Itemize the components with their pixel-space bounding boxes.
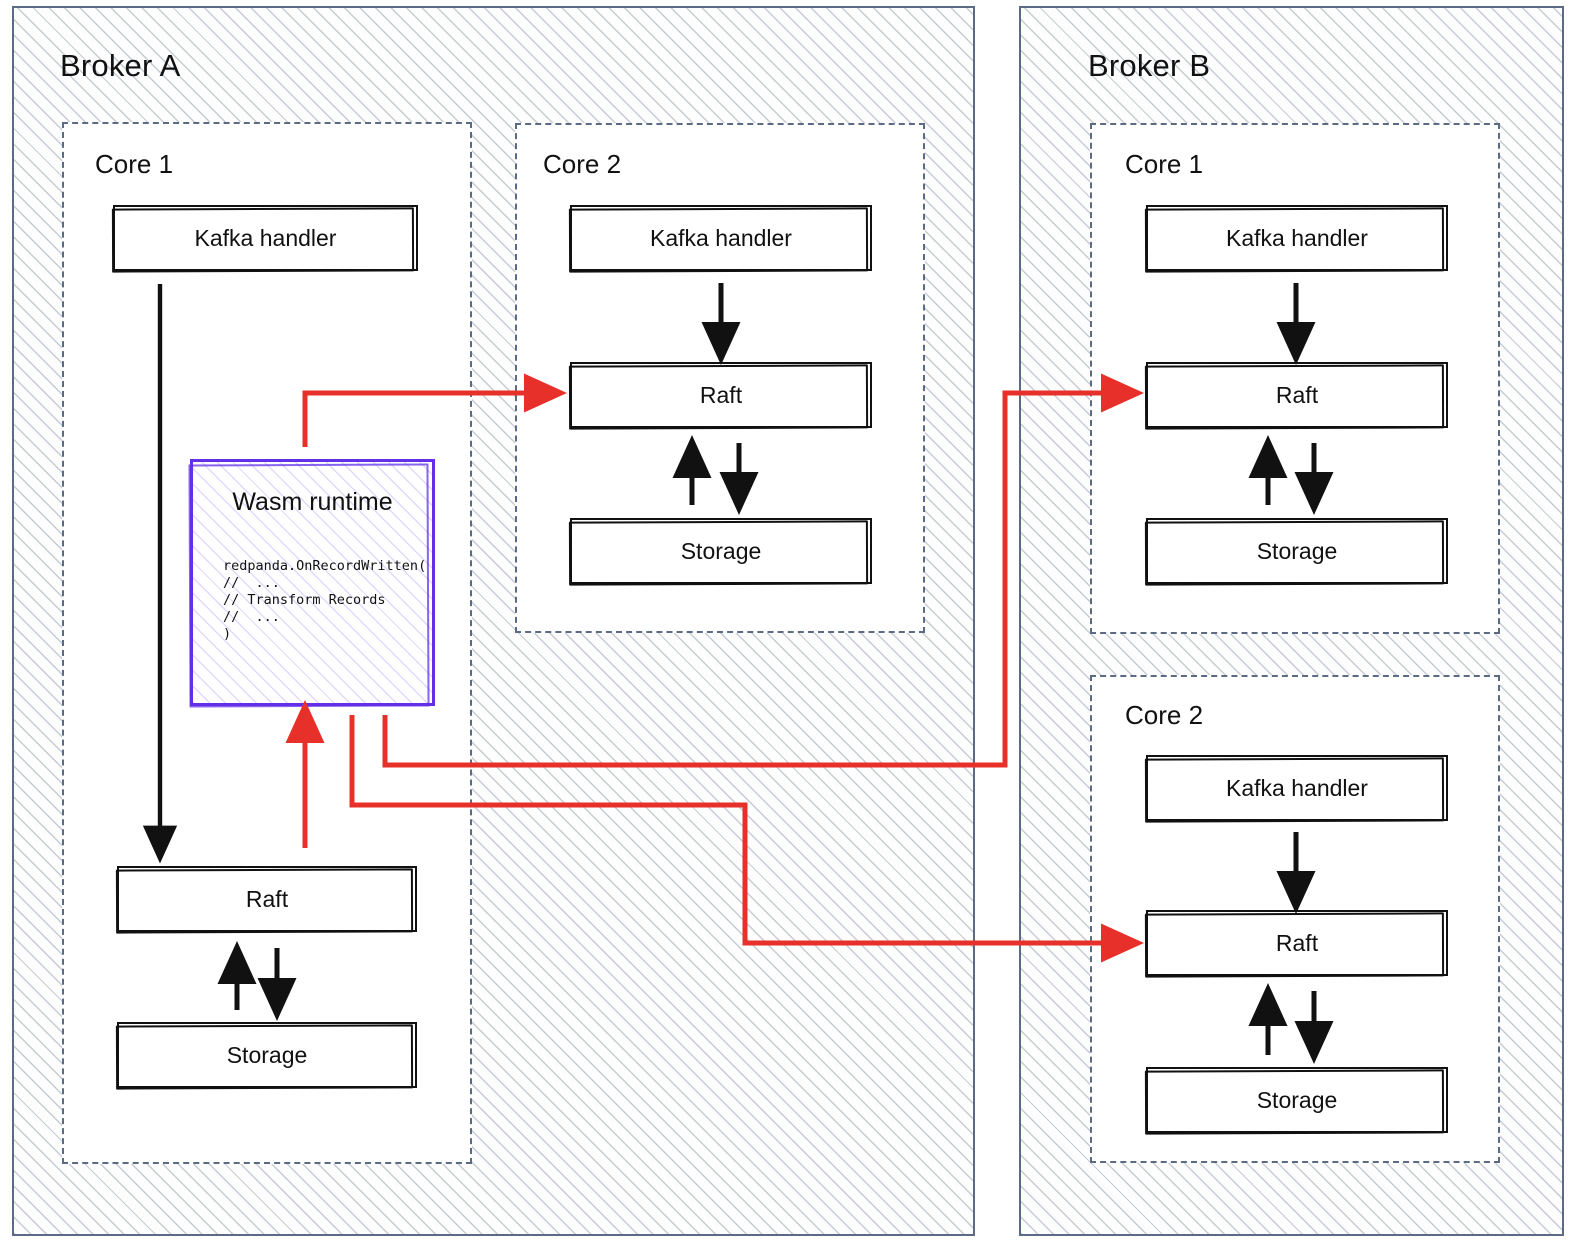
node-a2-kafka-handler: Kafka handler (570, 205, 872, 271)
broker-a-core-1-title: Core 1 (95, 149, 174, 179)
node-a1-kafka-handler: Kafka handler (113, 205, 418, 271)
wasm-runtime-title: Wasm runtime (232, 488, 393, 516)
wasm-runtime-code: redpanda.OnRecordWritten( // ... // Tran… (223, 558, 427, 642)
node-label: Raft (245, 885, 289, 912)
node-label: Raft (1275, 929, 1319, 956)
node-label: Storage (1256, 1086, 1338, 1113)
node-b2-kafka-handler: Kafka handler (1146, 755, 1448, 821)
broker-a-title: Broker A (60, 48, 181, 83)
node-label: Storage (226, 1041, 308, 1068)
node-a2-raft: Raft (570, 362, 872, 428)
node-b1-storage: Storage (1146, 518, 1448, 584)
broker-b-core-1-title: Core 1 (1125, 149, 1204, 179)
broker-b-core-2-title: Core 2 (1125, 700, 1204, 730)
node-label: Kafka handler (1226, 224, 1368, 251)
broker-b-title: Broker B (1088, 48, 1211, 83)
node-label: Kafka handler (650, 224, 792, 251)
node-a2-storage: Storage (570, 518, 872, 584)
node-label: Storage (680, 537, 762, 564)
node-label: Storage (1256, 537, 1338, 564)
node-label: Kafka handler (1226, 774, 1368, 801)
node-b1-raft: Raft (1146, 362, 1448, 428)
node-label: Raft (1275, 381, 1319, 408)
node-b2-raft: Raft (1146, 910, 1448, 976)
wasm-runtime-box: Wasm runtime redpanda.OnRecordWritten( /… (190, 459, 435, 706)
node-b1-kafka-handler: Kafka handler (1146, 205, 1448, 271)
node-a1-storage: Storage (117, 1022, 417, 1088)
broker-a-core-2-title: Core 2 (543, 149, 622, 179)
node-a1-raft: Raft (117, 866, 417, 932)
node-label: Kafka handler (194, 224, 337, 251)
node-b2-storage: Storage (1146, 1067, 1448, 1133)
node-label: Raft (699, 381, 743, 408)
